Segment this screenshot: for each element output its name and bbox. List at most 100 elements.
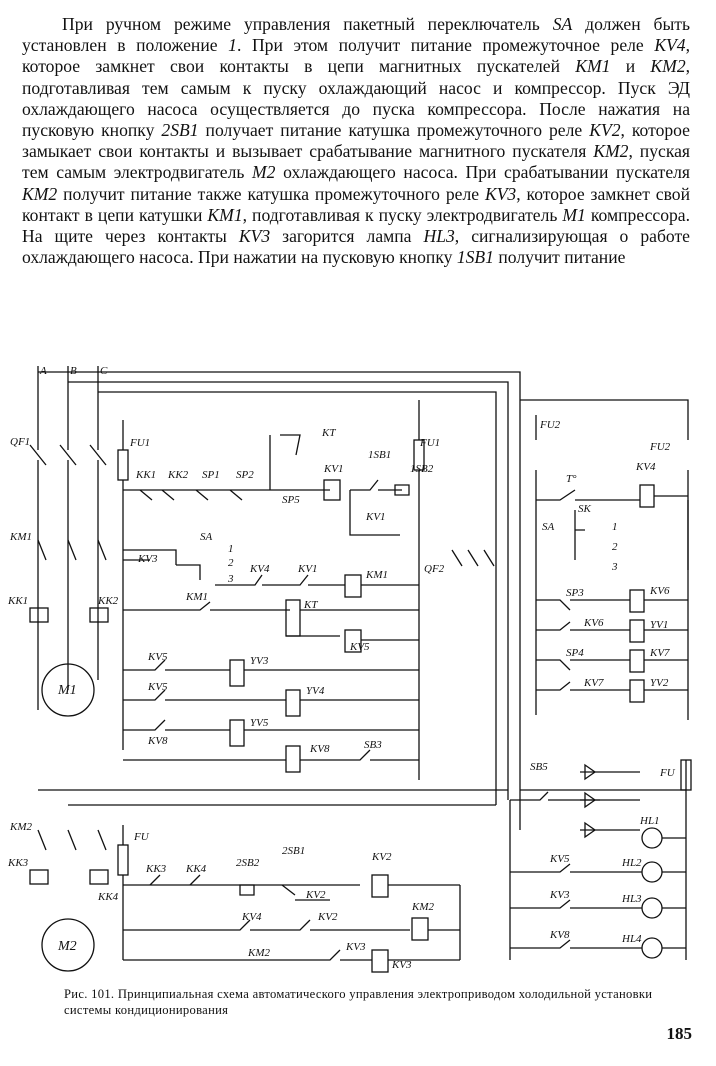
component-designator: KM1: [207, 204, 243, 225]
kv3-sa-label: KV3: [137, 553, 158, 565]
hl2-label: HL2: [621, 857, 642, 869]
sp5-label: SP5: [282, 494, 300, 506]
component-designator: KV3: [484, 183, 517, 204]
km1-left-label: KM1: [9, 531, 32, 543]
component-designator: 1SB1: [456, 247, 494, 268]
fu-right-label: FU: [659, 767, 676, 779]
paragraph-text: должен быть установлен в положение: [22, 14, 691, 56]
fu2-top-label: FU2: [539, 419, 561, 431]
kv1-coil-label: KV1: [323, 463, 344, 475]
km1-coil-label: KM1: [365, 569, 388, 581]
sp1-label: SP1: [202, 469, 220, 481]
yv4-label: YV4: [306, 685, 325, 697]
fu1-left-label: FU1: [129, 437, 150, 449]
km1-contact-label: KM1: [185, 591, 208, 603]
component-designator: SA: [552, 14, 573, 34]
component-designator: 1: [228, 35, 237, 56]
2sb1-label: 2SB1: [282, 845, 305, 857]
kk3-label: KK3: [145, 863, 167, 875]
kv6-contact-label: KV6: [583, 617, 604, 629]
kv5-lamp-label: KV5: [549, 853, 570, 865]
yv1-label: YV1: [650, 619, 668, 631]
kk3-left-label: KK3: [7, 857, 29, 869]
phase-a-label: A: [39, 365, 47, 377]
paragraph-text: компрессора. На щите через контакты: [22, 204, 690, 247]
sa-pos3: 3: [227, 573, 234, 585]
kv2-bottom-label: KV2: [317, 911, 338, 923]
kv2-contact-label: KV2: [305, 889, 326, 901]
sa-pos1: 1: [228, 543, 234, 555]
2sb2-label: 2SB2: [236, 857, 260, 869]
electrical-schematic-diagram: A B C QF1 FU1 FU1 FU2 FU2 KT KV1 1SB1 1S…: [7, 365, 692, 973]
kv8-row5-label: KV8: [147, 735, 168, 747]
fu-bottom-label: FU: [133, 831, 150, 843]
kk2-label: KK2: [167, 469, 189, 481]
kk2-left-label: KK2: [97, 595, 119, 607]
fu1-right-label: FU1: [419, 437, 440, 449]
sa-right-pos2: 2: [612, 541, 618, 553]
kv3-coil-label: KV3: [391, 959, 412, 971]
page-number: 185: [666, 1024, 693, 1043]
kv3-bottom-label: KV3: [345, 941, 366, 953]
sb5-label: SB5: [530, 761, 548, 773]
phase-b-label: B: [70, 365, 77, 377]
component-designator: KV3: [238, 226, 271, 247]
kv6-coil-label: KV6: [649, 585, 670, 597]
sa-mid-label: SA: [200, 531, 213, 543]
paragraph-text: , которое замкнет свои контакты в цепи м…: [22, 35, 690, 77]
component-designator: KM2: [593, 141, 629, 162]
kv3-lamp-label: KV3: [549, 889, 570, 901]
paragraph-text: получает питание катушка промежуточного …: [198, 120, 590, 141]
figure-number: Рис. 101.: [64, 987, 115, 1001]
hl3-label: HL3: [621, 893, 642, 905]
component-designator: M1: [562, 204, 586, 225]
paragraph-text: . При этом получит питание промежуточное…: [236, 35, 655, 56]
sa-right-label: SA: [542, 521, 555, 533]
m2-label: M2: [57, 939, 77, 954]
kt-top-label: KT: [321, 427, 336, 439]
hl4-label: HL4: [621, 933, 642, 945]
paragraph-text: охлаждающего насоса. При срабатывании пу…: [275, 162, 691, 183]
sa-pos2: 2: [228, 557, 234, 569]
kv5-row4-label: KV5: [147, 681, 168, 693]
1sb2-label: 1SB2: [410, 463, 434, 475]
t-sensor-label: T°: [566, 473, 577, 485]
sa-right-pos3: 3: [611, 561, 618, 573]
paragraph-text: , которое замкнет свой контакт в цепи ка…: [22, 183, 691, 225]
component-designator: KM2: [650, 56, 686, 77]
kv4-row-label: KV4: [249, 563, 270, 575]
kv7-contact-label: KV7: [583, 677, 604, 689]
paragraph-text: , подготавливая к пуску электродвигатель: [242, 204, 563, 225]
kv4-coil-label: KV4: [635, 461, 656, 473]
sb3-label: SB3: [364, 739, 382, 751]
sp3-label: SP3: [566, 587, 584, 599]
figure-caption: Рис. 101. Принципиальная схема автоматич…: [64, 986, 694, 1018]
kv4-bottom-label: KV4: [241, 911, 262, 923]
km2-bottom-label: KM2: [247, 947, 271, 959]
paragraph-text: , подготавливая тем самым к пуску охлажд…: [22, 56, 691, 141]
sp2-label: SP2: [236, 469, 254, 481]
kv7-coil-label: KV7: [649, 647, 670, 659]
component-designator: HL3: [423, 226, 455, 247]
kv2-coil-label: KV2: [371, 851, 392, 863]
yv5-label: YV5: [250, 717, 269, 729]
phase-c-label: C: [100, 365, 108, 377]
sk-label: SK: [578, 503, 592, 515]
paragraph-text: получит питание также катушка промежуточ…: [57, 183, 485, 204]
component-designator: KV4: [654, 35, 686, 56]
component-designator: 2SB1: [161, 120, 199, 141]
component-designator: KV2: [589, 120, 621, 141]
kk1-label: KK1: [135, 469, 156, 481]
body-paragraph: При ручном режиме управления пакетный пе…: [22, 14, 690, 268]
kv5-coil-label: KV5: [349, 641, 370, 653]
paragraph-text: , сигнализирующая о работе охлаждающего …: [22, 226, 690, 268]
component-designator: KM1: [575, 56, 611, 77]
m1-label: M1: [57, 683, 77, 698]
km2-left-label: KM2: [9, 821, 33, 833]
figure-caption-text: Принципиальная схема автоматического упр…: [64, 987, 653, 1017]
sp4-label: SP4: [566, 647, 584, 659]
paragraph-text: получит питание: [493, 247, 626, 268]
kv5-row3-label: KV5: [147, 651, 168, 663]
kt-coil-label: KT: [303, 599, 318, 611]
yv3-label: YV3: [250, 655, 269, 667]
